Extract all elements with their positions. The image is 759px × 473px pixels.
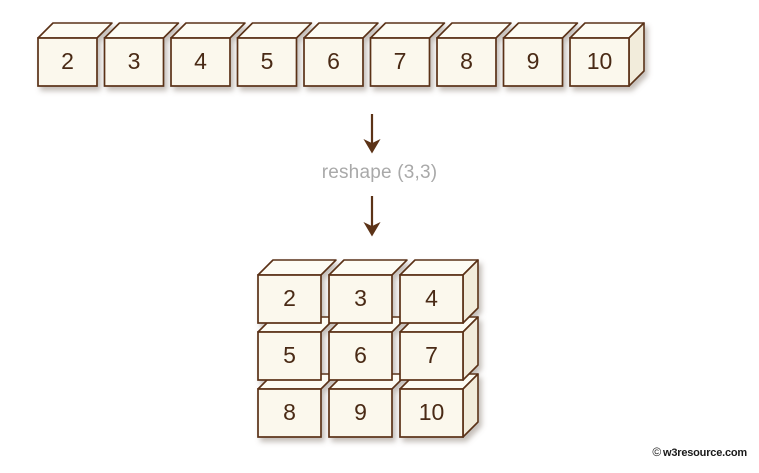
cube-front-face (436, 37, 497, 87)
matrix-cube-r1-c0: 5 (257, 316, 337, 381)
cube-value: 8 (283, 399, 296, 425)
flat-cube-9: 9 (502, 22, 579, 87)
watermark: ©w3resource.com (652, 445, 747, 459)
cube-value: 5 (283, 342, 296, 368)
reshape-operation-label: reshape (3,3) (321, 162, 438, 183)
flat-array-group: 10 9 8 7 6 5 4 3 2 (37, 22, 645, 87)
cube-top-face (328, 259, 408, 276)
cube-front-face (236, 37, 298, 87)
flat-cube-6: 6 (303, 22, 379, 87)
cube-top-face (436, 22, 512, 39)
cube-top-face (502, 22, 579, 39)
matrix-cube-r0-c0: 2 (257, 259, 337, 324)
cube-value: 10 (419, 399, 445, 425)
cube-front-face (399, 274, 464, 324)
cube-front-face (103, 37, 165, 87)
cube-value: 9 (527, 48, 540, 74)
matrix-cube-r2-c1: 9 (328, 373, 408, 438)
cube-top-face (369, 22, 446, 39)
cube-top-face (170, 22, 246, 39)
cube-front-face (502, 37, 564, 87)
cube-front-face (257, 388, 322, 438)
cube-front-face (328, 331, 393, 381)
cube-front-face (399, 331, 464, 381)
cube-front-face (37, 37, 98, 87)
cube-front-face (328, 388, 393, 438)
cube-top-face (236, 22, 313, 39)
matrix-group: 10 9 8 7 6 5 4 3 2 (257, 259, 479, 438)
cube-value: 10 (587, 48, 613, 74)
matrix-cube-r1-c2: 7 (399, 316, 479, 381)
cube-value: 8 (460, 48, 473, 74)
cube-value: 7 (394, 48, 407, 74)
cube-front-face (399, 388, 464, 438)
matrix-cube-r2-c0: 8 (257, 373, 337, 438)
cube-value: 7 (425, 342, 438, 368)
matrix-cube-r2-c2: 10 (399, 373, 479, 438)
watermark-text: w3resource.com (662, 447, 747, 459)
cube-front-face (328, 274, 393, 324)
cube-value: 2 (61, 48, 74, 74)
copyright-icon: © (652, 445, 661, 459)
flat-cube-2: 2 (37, 22, 113, 87)
flat-cube-3: 3 (103, 22, 180, 87)
flat-cube-8: 8 (436, 22, 512, 87)
flat-cube-10: 10 (569, 22, 645, 87)
cube-front-face (369, 37, 431, 87)
cube-top-face (37, 22, 113, 39)
matrix-cube-r0-c2: 4 (399, 259, 479, 324)
cube-front-face (257, 331, 322, 381)
flat-cube-7: 7 (369, 22, 446, 87)
matrix-cube-r1-c1: 6 (328, 316, 408, 381)
cube-front-face (569, 37, 630, 87)
matrix-cube-r0-c1: 3 (328, 259, 408, 324)
cube-value: 6 (327, 48, 340, 74)
cube-top-face (303, 22, 379, 39)
cube-value: 3 (354, 285, 367, 311)
flat-cube-5: 5 (236, 22, 313, 87)
flat-cube-4: 4 (170, 22, 246, 87)
cube-front-face (257, 274, 322, 324)
cube-value: 4 (194, 48, 207, 74)
cube-top-face (103, 22, 180, 39)
cube-front-face (170, 37, 231, 87)
cube-value: 2 (283, 285, 296, 311)
cube-front-face (303, 37, 364, 87)
cube-value: 4 (425, 285, 438, 311)
cube-value: 5 (261, 48, 274, 74)
cube-value: 3 (128, 48, 141, 74)
cube-value: 6 (354, 342, 367, 368)
cube-value: 9 (354, 399, 367, 425)
cube-top-face (257, 259, 337, 276)
